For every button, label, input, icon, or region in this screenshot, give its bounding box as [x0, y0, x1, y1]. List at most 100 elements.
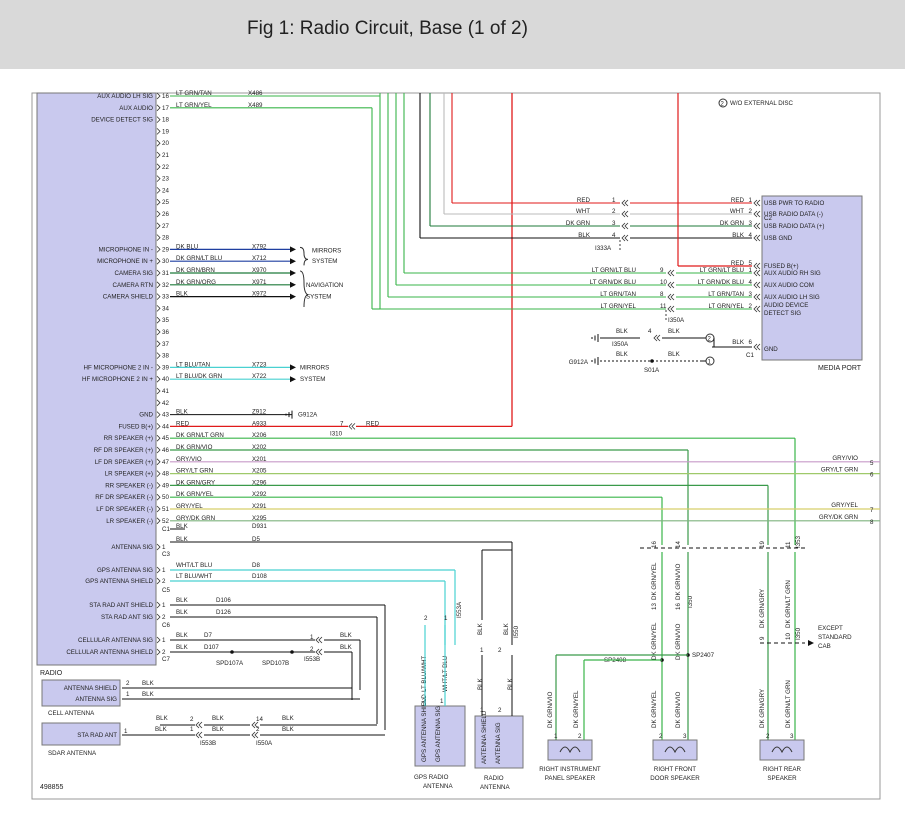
pin-icon [156, 257, 161, 265]
right-ref-number: 8 [870, 519, 874, 526]
wire-label: 1 [124, 728, 128, 735]
wire-label: BLK [176, 632, 189, 639]
radio-pin-number: 39 [162, 364, 169, 371]
radio-antenna-label: RADIO [484, 775, 504, 782]
connector-label: C1 [746, 352, 754, 359]
wire-label: 4 [749, 232, 753, 239]
wire-label: A933 [252, 420, 267, 427]
pin-icon [156, 281, 161, 289]
radio-pin-number: 41 [162, 388, 169, 395]
wire-label: BLK [282, 715, 295, 722]
wire-label: 6 [749, 339, 753, 346]
arrow-right-icon [808, 640, 814, 646]
pin-icon [156, 187, 161, 194]
instrument-panel-speaker-label: RIGHT INSTRUMENT [539, 766, 601, 773]
sdar-antenna-label: SDAR ANTENNA [48, 750, 97, 757]
radio-antenna-pin-name: ANTENNA SIG [495, 722, 502, 764]
wire-label: X486 [248, 90, 263, 97]
radio-pin-number: 24 [162, 187, 169, 194]
wire-label: 1 [708, 360, 712, 366]
wire-label: DK GRN/YEL [651, 562, 658, 600]
wire-label: BLK [507, 677, 514, 690]
wire-label: RED [731, 197, 745, 204]
wire-label: LT GRN/TAN [176, 90, 212, 97]
radio-pin-name: LF DR SPEAKER (+) [95, 459, 153, 466]
wire-label: 9 [759, 636, 766, 640]
wire-label: X972 [252, 291, 267, 298]
wire-label: LT GRN/TAN [600, 291, 636, 298]
wire-label: 16 [651, 541, 658, 548]
radio-pin-number: 42 [162, 400, 169, 407]
connector-label: I350 [687, 595, 694, 608]
pin-icon [156, 446, 161, 454]
wire-label: DK GRN/YEL [651, 690, 658, 728]
wire-label: BLK [156, 715, 169, 722]
front-door-speaker-label: DOOR SPEAKER [650, 775, 700, 782]
wire-label: DK GRN/YEL [651, 622, 658, 660]
splice-dot [230, 650, 234, 654]
wire-label: X970 [252, 267, 267, 274]
wire-label: X723 [252, 361, 267, 368]
wire-label: BLK [578, 232, 591, 239]
wire-label: BLK [732, 339, 745, 346]
connector-icon [653, 334, 661, 342]
radio-pin-name: CAMERA RTN [113, 282, 153, 289]
radio-conn-label: C7 [162, 656, 170, 663]
wire-label: 13 [651, 603, 658, 610]
wire-label: DK GRN/LT GRN [785, 580, 792, 628]
pin-icon [156, 482, 161, 489]
right-ref-wire: GRY/YEL [831, 502, 858, 509]
wire-label: 11 [785, 541, 792, 548]
wire-label: 2 [749, 303, 753, 310]
pin-icon [156, 364, 161, 371]
connector-icon [195, 721, 203, 729]
radio-pin-name: GND [139, 412, 153, 419]
pin-icon [156, 399, 161, 407]
pin-icon [156, 104, 161, 112]
radio-pin-number: 17 [162, 105, 169, 112]
pin-icon [156, 458, 161, 466]
connector-icon [753, 293, 761, 301]
pin-icon [156, 423, 161, 430]
pin-icon [156, 328, 161, 336]
splice-label: SP2407 [692, 652, 715, 659]
gps-antenna-label: ANTENNA [423, 783, 453, 790]
wire-label: LT GRN/LT BLU [700, 267, 744, 274]
front-door-speaker-module [652, 739, 698, 761]
navigation-system-label: NAVIGATION [306, 282, 343, 289]
radio-pin-number: 31 [162, 270, 169, 277]
pin-icon [156, 222, 161, 230]
connector-icon [195, 731, 203, 739]
pin-icon [156, 375, 161, 383]
cell-antenna-module [41, 679, 121, 707]
rear-speaker-label: SPEAKER [767, 775, 797, 782]
wire-label: 4 [749, 279, 753, 286]
wire-label: LT GRN/YEL [708, 303, 744, 310]
radio-pin-name: HF MICROPHONE 2 IN - [84, 364, 153, 371]
radio-pin-number: 32 [162, 282, 169, 289]
wire-label: 3 [612, 220, 616, 227]
wire-label: RED [366, 420, 380, 427]
wire-label: BLK [616, 328, 629, 335]
wire-label: DK GRN/GRY [176, 479, 215, 486]
wire-label: 2 [766, 733, 770, 740]
radio-pin-number: 37 [162, 341, 169, 348]
media-port-pin-name: AUDIO DEVICE [764, 302, 808, 309]
connector-icon [667, 293, 675, 301]
radio-pin-number: 48 [162, 471, 169, 478]
wire-label: DK GRN/BRN [176, 267, 215, 274]
connector-icon [753, 305, 761, 313]
wire-label: 2 [578, 733, 582, 740]
arrow-right-icon [290, 258, 296, 265]
speaker-icon [559, 746, 581, 754]
connector-icon [753, 281, 761, 289]
wire-label: X205 [252, 468, 267, 475]
wire-label: 2 [310, 646, 314, 653]
radio-pin-number: 16 [162, 93, 169, 100]
pin-icon [156, 128, 161, 135]
pin-icon [156, 340, 161, 348]
connector-label: I333A [595, 245, 612, 252]
radio-pin-name: LF DR SPEAKER (-) [96, 506, 153, 513]
